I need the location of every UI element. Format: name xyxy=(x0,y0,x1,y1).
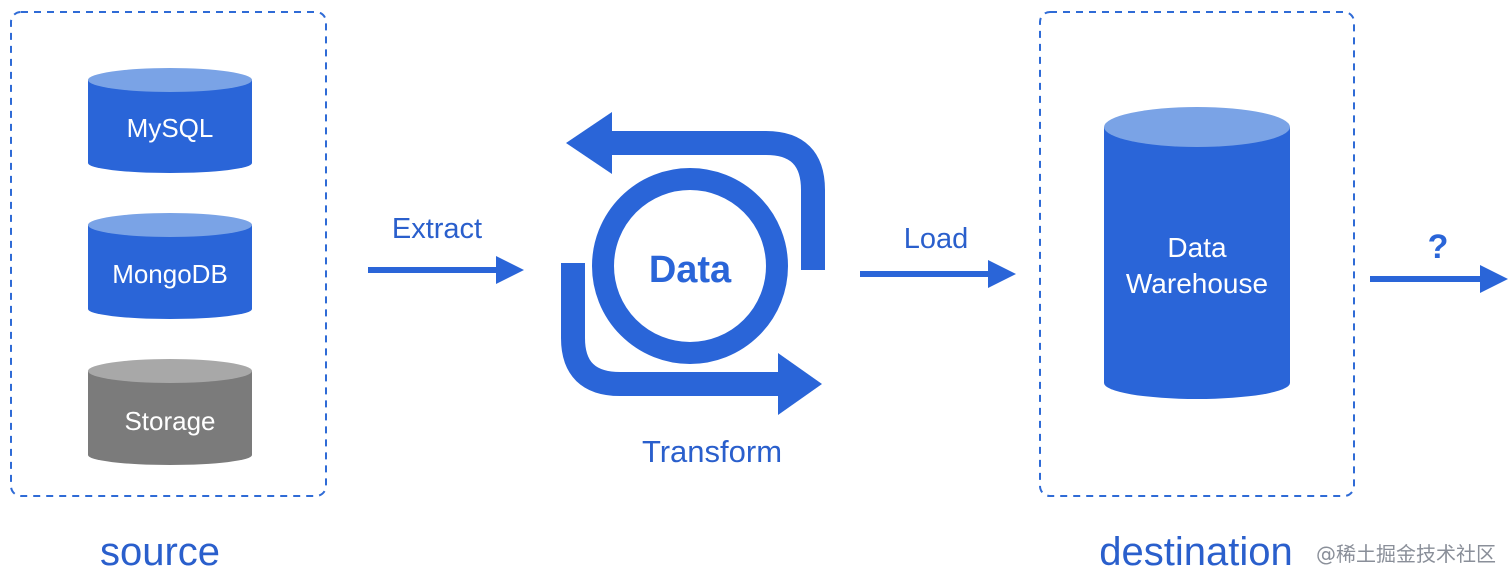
extract-arrow-icon xyxy=(368,256,524,284)
watermark-text: @稀土掘金技术社区 xyxy=(1316,542,1496,566)
mysql-label: MySQL xyxy=(127,113,214,143)
source-container xyxy=(10,11,327,497)
mongodb-database-icon: MongoDB xyxy=(88,213,252,319)
storage-database-icon: Storage xyxy=(88,359,252,465)
destination-caption: destination xyxy=(1099,530,1292,574)
load-arrow-icon xyxy=(860,260,1016,288)
storage-label: Storage xyxy=(124,406,215,436)
source-caption: source xyxy=(100,530,220,574)
transform-label: Transform xyxy=(642,434,782,469)
cycle-top-arrow-icon xyxy=(566,112,825,270)
data-ring-icon: Data xyxy=(592,168,788,364)
cycle-bottom-arrow-icon xyxy=(561,263,822,415)
extract-label: Extract xyxy=(392,213,482,245)
data-center-label: Data xyxy=(649,249,732,291)
output-arrow-icon xyxy=(1370,265,1508,293)
warehouse-label-line2: Warehouse xyxy=(1126,268,1268,299)
load-label: Load xyxy=(904,223,969,255)
mongodb-label: MongoDB xyxy=(112,259,228,289)
data-warehouse-icon: Data Warehouse xyxy=(1104,107,1290,399)
next-step-label: ? xyxy=(1428,228,1449,266)
mysql-database-icon: MySQL xyxy=(88,68,252,173)
warehouse-label-line1: Data xyxy=(1167,232,1227,263)
destination-container xyxy=(1039,11,1355,497)
